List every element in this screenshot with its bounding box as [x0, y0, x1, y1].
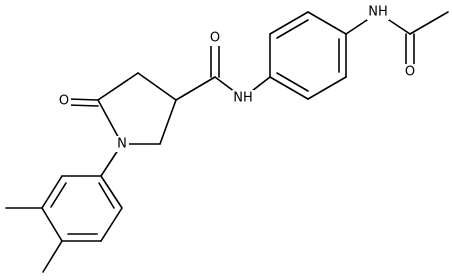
bond-dimethyl-inner-1 [50, 182, 67, 208]
bond-pf-pa [269, 76, 309, 100]
bond-df-da [100, 175, 123, 209]
bond-c3-camide [175, 76, 216, 101]
bond-c3-c2 [159, 99, 177, 145]
atom-nh-acetamido: NH [367, 4, 389, 20]
bond-nh2-cacyl [385, 17, 411, 35]
bond-pc-pd [307, 11, 347, 35]
atom-nh-amide-text: NH [233, 91, 253, 106]
atom-o-lactam-text: O [59, 94, 69, 109]
bond-aryl-nh2 [345, 17, 371, 35]
bond-para-inner-3 [276, 72, 309, 92]
bond-cacyl-ch3 [409, 11, 449, 35]
atom-o-amide-text: O [210, 31, 220, 46]
atom-nh-amide: NH [232, 90, 254, 106]
bond-para-inner-1 [276, 19, 309, 39]
atom-nh-acetamido-text: NH [368, 5, 388, 20]
atom-o-lactam: O [57, 93, 71, 109]
bond-de-df [100, 207, 123, 242]
atom-n-ring: N [115, 136, 129, 152]
atom-label-layer: O N O NH NH O [57, 4, 417, 152]
bond-methyl-4 [42, 240, 63, 273]
bond-c5-c4 [97, 72, 139, 101]
bond-c4-c3 [137, 72, 177, 101]
atom-o-acetyl-text: O [405, 65, 415, 80]
bond-c5-o-1 [67, 98, 99, 101]
bond-db-dc [41, 175, 63, 209]
atom-o-acetyl: O [403, 64, 417, 80]
bond-dc-dd [41, 207, 63, 242]
atom-n-ring-text: N [117, 137, 127, 152]
bond-layer [5, 11, 449, 273]
bond-pe-pf [307, 76, 347, 100]
atom-o-amide: O [208, 30, 222, 46]
bond-dimethyl-inner-3 [98, 182, 115, 209]
bond-pb-pc [269, 11, 309, 35]
bond-c5-o-2 [67, 104, 99, 107]
